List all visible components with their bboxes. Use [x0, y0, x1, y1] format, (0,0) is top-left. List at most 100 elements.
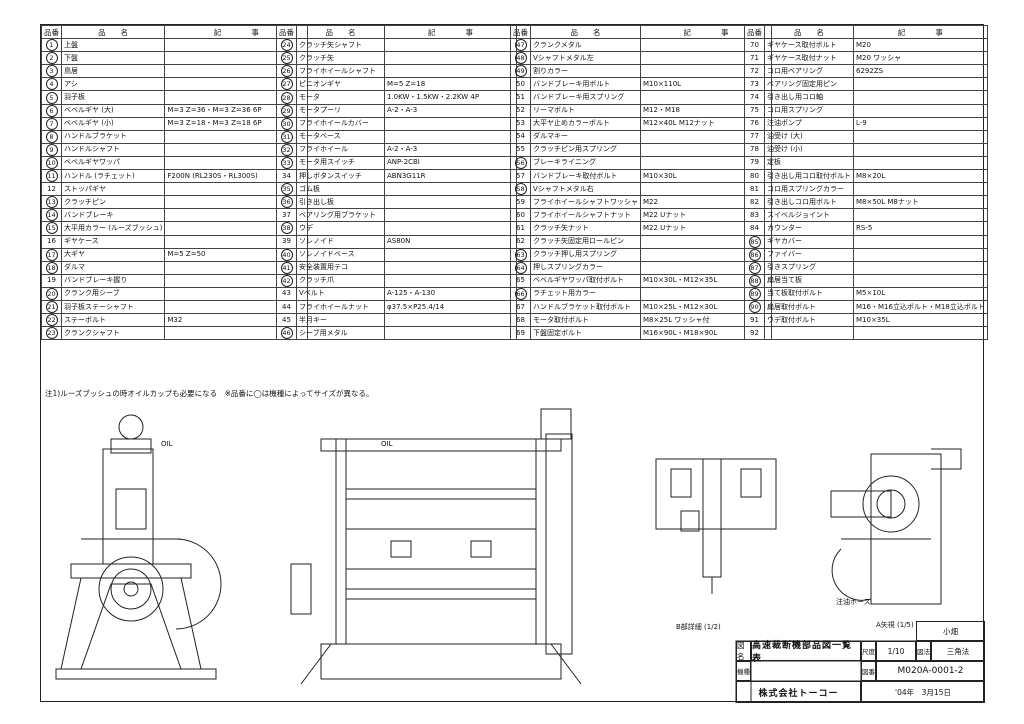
- part-number: 13: [45, 196, 58, 208]
- part-remark: [853, 90, 988, 105]
- table-row: 75 コロ用スプリング: [744, 103, 988, 118]
- part-remark: M8×20L: [853, 169, 988, 184]
- part-number: 30: [280, 118, 293, 130]
- part-name: ベベルギヤ (大): [60, 103, 166, 118]
- part-number: 20: [45, 288, 58, 300]
- part-number: 75: [750, 106, 759, 115]
- part-number: 14: [45, 209, 58, 221]
- part-number: 71: [750, 53, 759, 62]
- part-remark: M20 ワッシャ: [853, 51, 988, 66]
- part-name: クラッチ押し用スプリング: [530, 247, 641, 262]
- part-name: クランクメタル: [530, 38, 641, 53]
- part-remark: [853, 142, 988, 157]
- header-no: 品番: [41, 24, 62, 40]
- part-number: 23: [45, 327, 58, 339]
- side-view: [290, 408, 582, 685]
- part-number: 1: [45, 39, 58, 51]
- part-number: 85: [748, 236, 761, 248]
- part-name: 鳥居: [60, 64, 166, 79]
- part-number: 3: [45, 65, 58, 77]
- part-number: 55: [516, 145, 525, 154]
- part-name: コロ用スプリング: [764, 103, 854, 118]
- part-number: 84: [750, 223, 759, 232]
- part-number: 6: [45, 105, 58, 117]
- part-name: ストッパギヤ: [60, 182, 166, 197]
- part-number: 81: [750, 184, 759, 193]
- part-number: 79: [750, 158, 759, 167]
- part-name: ファイバー: [764, 247, 854, 262]
- part-remark: [384, 247, 517, 262]
- part-number: 52: [516, 106, 525, 115]
- part-number: 34: [282, 171, 291, 180]
- part-name: Vシャフトメタル右: [530, 182, 641, 197]
- part-name: ベベルギヤ (小): [60, 116, 166, 131]
- detail-b: [655, 458, 777, 594]
- part-number: 60: [516, 210, 525, 219]
- part-name: ギヤカバー: [764, 234, 854, 249]
- part-number: 92: [750, 328, 759, 337]
- part-number: 17: [45, 249, 58, 261]
- part-number: 64: [514, 262, 527, 274]
- part-remark: L-9: [853, 116, 988, 131]
- oil-label-2: OIL: [381, 440, 393, 448]
- part-name: 油受け (大): [764, 129, 854, 144]
- part-name: フライホイール: [296, 142, 385, 157]
- part-name: 羽子板ステーシャフト: [60, 299, 166, 315]
- part-remark: [384, 195, 517, 210]
- part-number: 40: [280, 249, 293, 261]
- view-a-label: A矢視 (1/5): [876, 620, 914, 629]
- part-name: 押しボタンスイッチ: [296, 169, 385, 184]
- tb-name-label: 図名: [736, 641, 751, 661]
- part-name: クラッチピン: [60, 195, 166, 210]
- part-name: 扁居当て板: [764, 273, 854, 288]
- part-name: シーブ用メタル: [296, 326, 385, 341]
- part-remark: M=5 Z=18: [384, 77, 517, 92]
- part-name: ソレノイド: [296, 234, 385, 249]
- part-remark: φ37.5×P25.4/14: [384, 299, 517, 315]
- part-number: 57: [516, 171, 525, 180]
- part-number: 78: [750, 145, 759, 154]
- header-remark: 記 事: [384, 24, 517, 40]
- part-name: バンドブレーキ用ボルト: [530, 77, 641, 92]
- part-name: ウデ: [296, 221, 385, 236]
- part-name: 引きスプリング: [764, 260, 854, 275]
- part-name: ウデ取付ボルト: [764, 313, 854, 328]
- part-remark: M20: [853, 38, 988, 53]
- part-number: 91: [750, 315, 759, 324]
- part-number: 2: [45, 52, 58, 64]
- part-name: ギヤケース取付ボルト: [764, 38, 854, 53]
- part-name: リーマボルト: [530, 103, 641, 118]
- part-remark: [384, 313, 517, 328]
- header-remark: 記 事: [164, 24, 309, 40]
- header-no: 品番: [276, 24, 297, 40]
- front-view: [55, 414, 222, 680]
- header-no: 品番: [510, 24, 531, 40]
- part-number: 35: [280, 183, 293, 195]
- part-number: 5: [45, 91, 58, 104]
- part-remark: [853, 77, 988, 92]
- header-no: 品番: [744, 24, 765, 40]
- part-name: ダルマキー: [530, 129, 641, 144]
- part-name: バンドブレーキ取付ボルト: [530, 169, 641, 184]
- part-number: 43: [282, 289, 291, 298]
